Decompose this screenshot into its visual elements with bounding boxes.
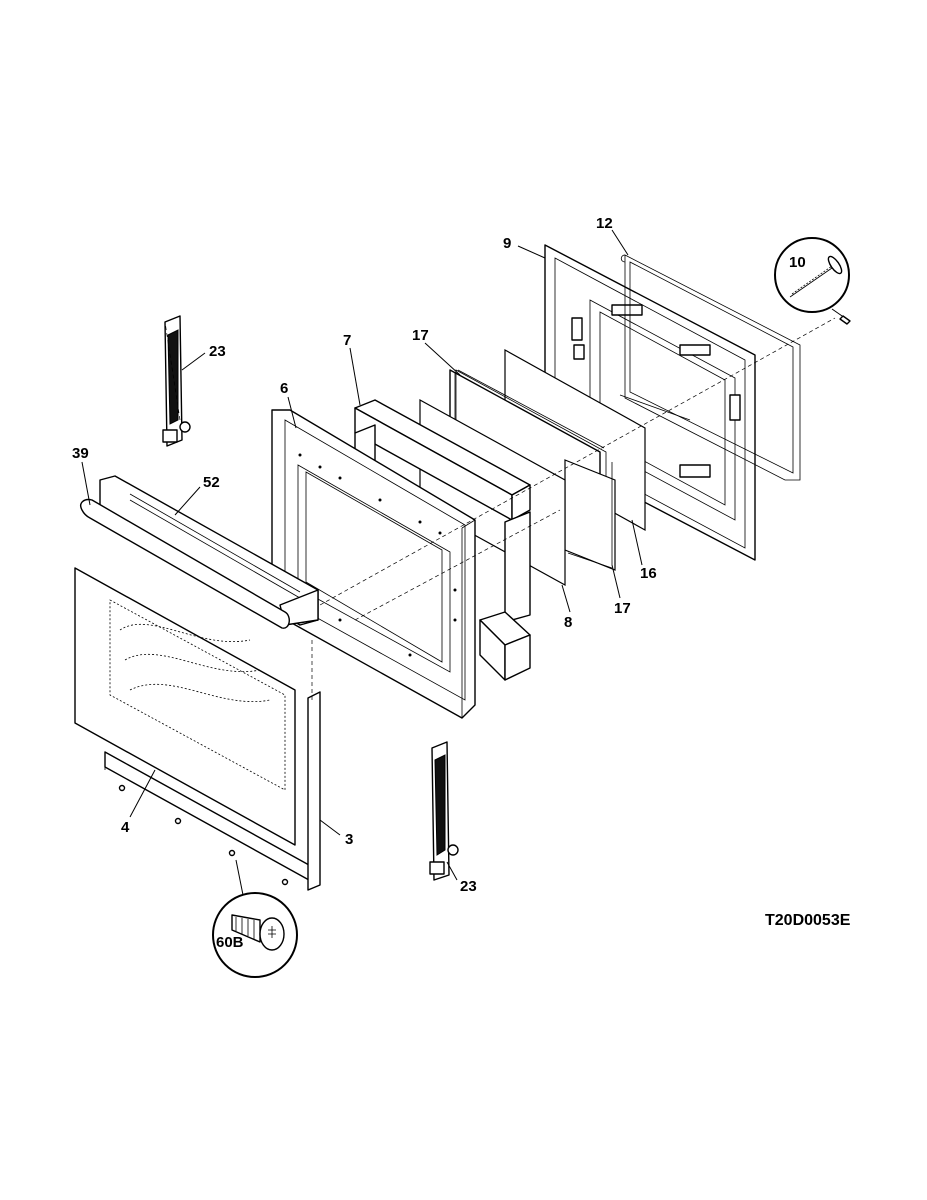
callout-labels: 9 12 10 23 7 17 6 39 52 16 17 8 4 3 23 6… <box>72 215 806 951</box>
callout-60b: 60B <box>216 934 244 951</box>
part-12-door-gasket <box>620 254 801 481</box>
callout-52: 52 <box>203 474 220 491</box>
callout-7: 7 <box>343 332 351 349</box>
callout-4: 4 <box>121 819 130 836</box>
leader-lines <box>81 229 643 881</box>
part-17-glass-pack-lower <box>564 459 616 571</box>
callout-17-lower: 17 <box>614 600 631 617</box>
alignment-lines <box>164 317 836 621</box>
part-39-door-handle <box>80 498 290 629</box>
part-23-hinge-lower <box>429 741 459 881</box>
callout-6: 6 <box>280 380 288 397</box>
callout-12: 12 <box>596 215 613 232</box>
callout-23-upper: 23 <box>209 343 226 360</box>
part-60b-screw-inset <box>212 859 298 978</box>
part-3-outer-door-panel <box>104 640 321 891</box>
part-4-outer-door-glass <box>74 567 296 846</box>
callout-16: 16 <box>640 565 657 582</box>
callout-17-upper: 17 <box>412 327 429 344</box>
callout-3: 3 <box>345 831 353 848</box>
callout-10: 10 <box>789 254 806 271</box>
callout-39: 39 <box>72 445 89 462</box>
part-10-bolt-inset <box>774 237 851 325</box>
part-9-inner-liner <box>544 244 756 561</box>
callout-9: 9 <box>503 235 511 252</box>
callout-23-lower: 23 <box>460 878 477 895</box>
callout-8: 8 <box>564 614 572 631</box>
door-screws <box>118 784 289 886</box>
diagram-code: T20D0053E <box>765 912 851 929</box>
